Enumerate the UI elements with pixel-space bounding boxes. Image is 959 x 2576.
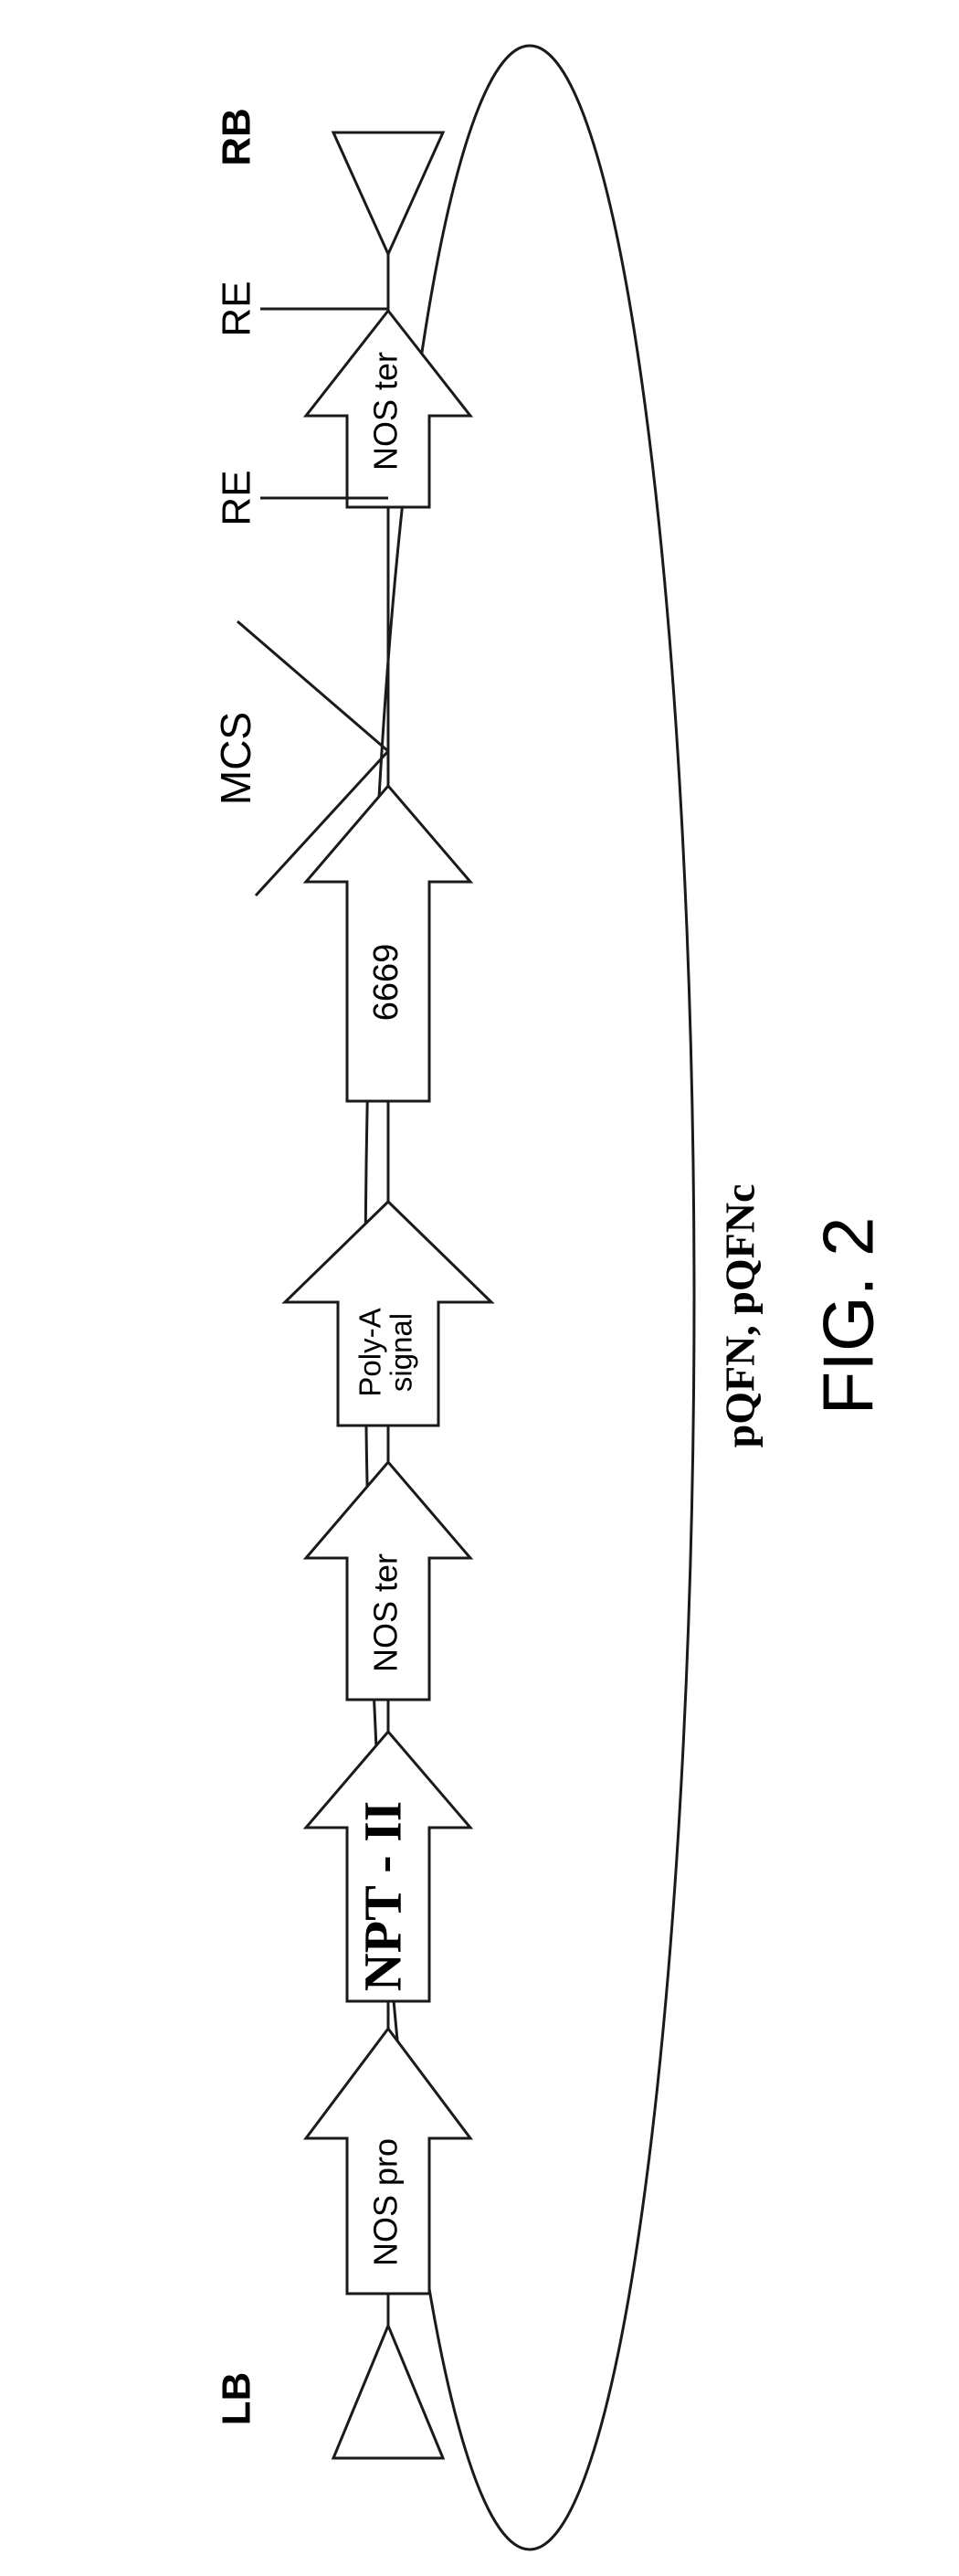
mcs-line-lower (254, 749, 390, 897)
plasmid-names: pQFN, pQFNc (717, 1184, 764, 1448)
nos-ter-1-label: NOS ter (367, 1553, 405, 1672)
nos-ter-2-label: NOS ter (367, 352, 405, 471)
figure-label: FIG. 2 (808, 1217, 889, 1415)
left-border-triangle (331, 2322, 446, 2460)
poly-a-label-line-1: Poly-A (353, 1308, 387, 1396)
left-border-label: LB (215, 2372, 259, 2426)
mcs-line-upper (237, 620, 389, 753)
nos-pro-label: NOS pro (367, 2138, 405, 2266)
poly-a-arrow (281, 1199, 495, 1427)
gene-6669-label: 6669 (367, 944, 406, 1022)
nos-ter-2-arrow (302, 308, 474, 509)
nos-pro-arrow (303, 2026, 473, 2295)
npt-ii-label: NPT - II (353, 1801, 412, 1991)
re-right-label: RE (215, 281, 259, 336)
nos-ter-1-arrow (302, 1459, 474, 1701)
mcs-label: MCS (212, 712, 259, 805)
right-border-label: RB (215, 108, 259, 166)
gene-6669-arrow (302, 783, 474, 1103)
re-left-label: RE (215, 470, 259, 525)
npt-ii-arrow (302, 1729, 474, 2003)
poly-a-label-line-2: signal (385, 1313, 418, 1392)
right-border-triangle (331, 131, 446, 258)
